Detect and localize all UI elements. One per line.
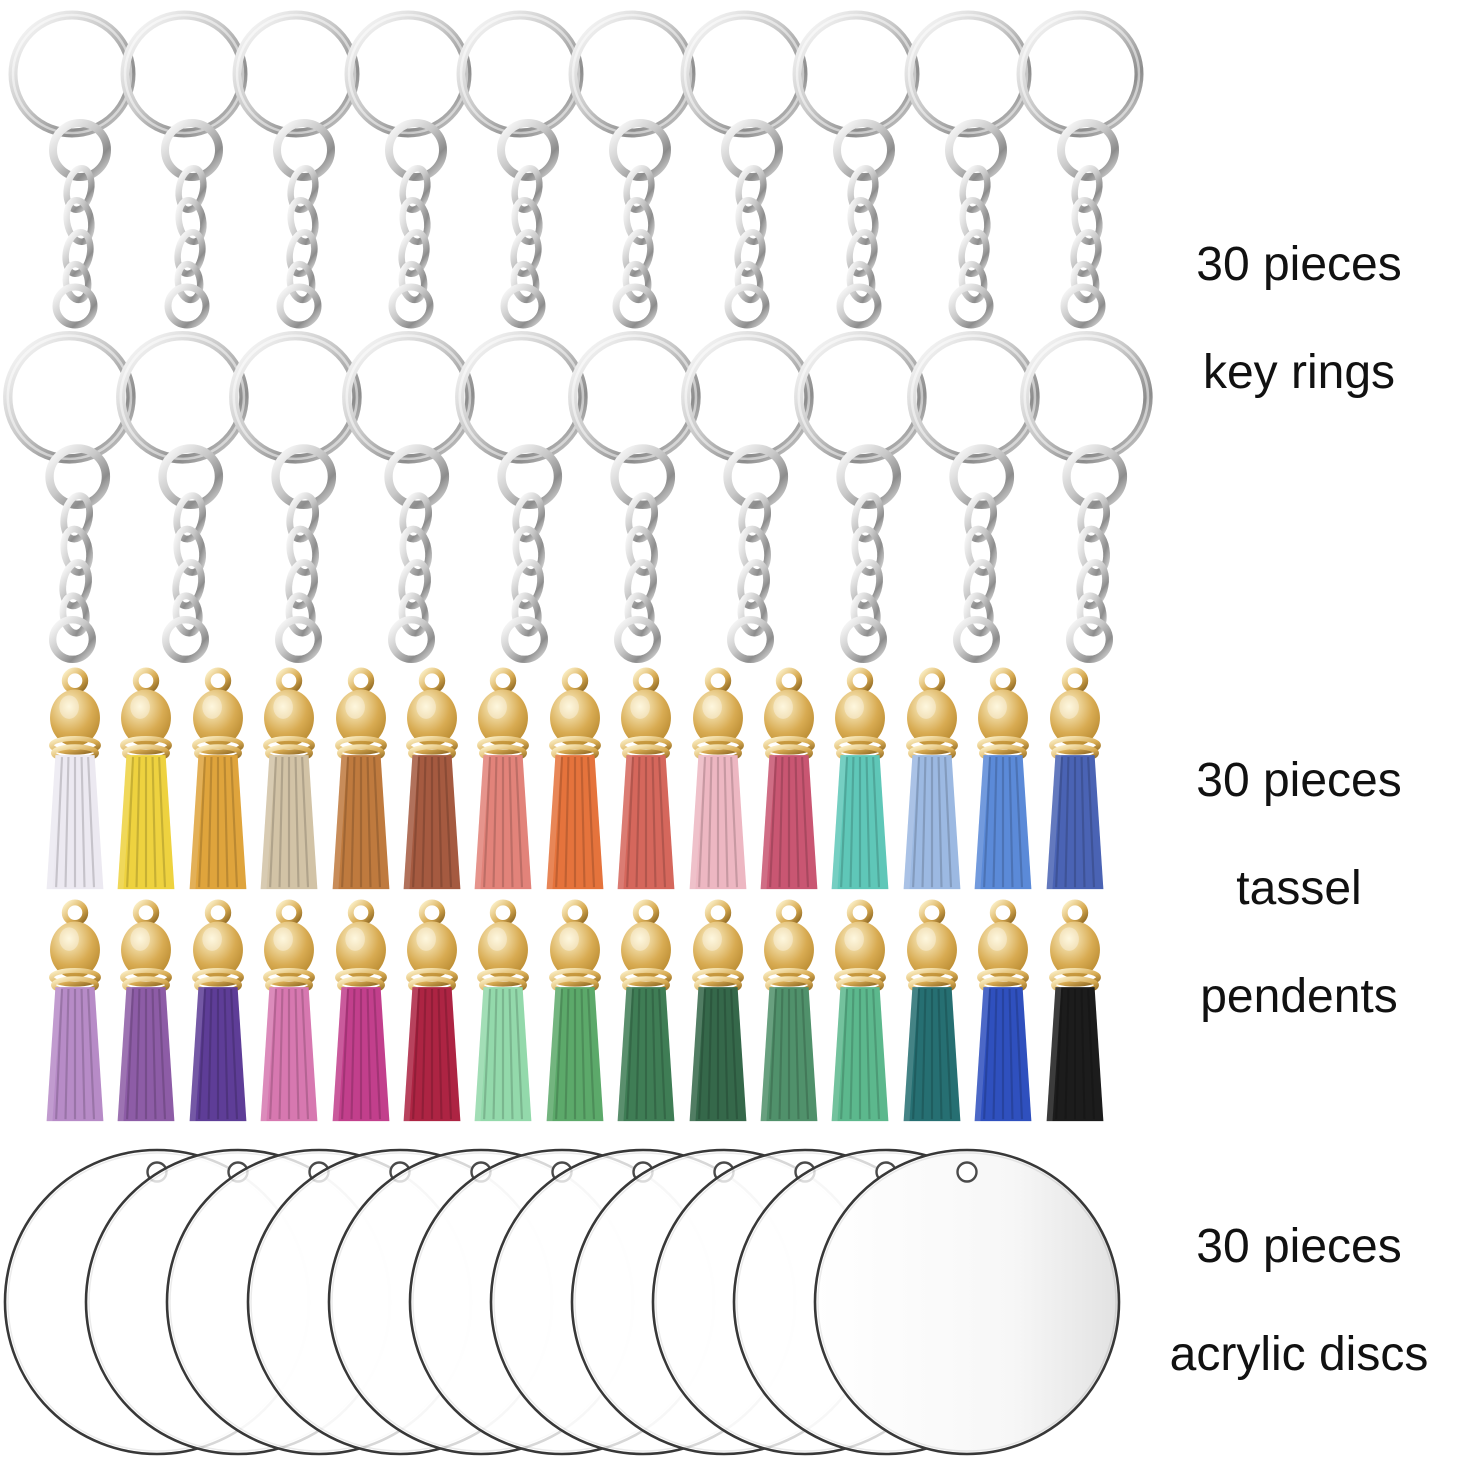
key-ring <box>568 10 696 329</box>
tassel-pendant <box>546 899 604 1122</box>
key-ring <box>1016 10 1144 329</box>
acrylic-disc <box>570 1148 878 1456</box>
tassel-pendant <box>832 667 889 890</box>
tassels-name-text-1: tassel <box>1236 862 1362 915</box>
key-ring <box>8 10 136 329</box>
acrylic-disc <box>84 1148 392 1456</box>
tassel-pendant <box>46 899 104 1122</box>
tassel-pendant <box>546 667 604 890</box>
key-ring <box>907 330 1040 663</box>
discs-name-text: acrylic discs <box>1169 1328 1429 1381</box>
key-rings-label: 30 pieces key rings <box>1138 240 1460 456</box>
tassel-pendant <box>1046 667 1103 890</box>
key-rings-name-text: key rings <box>1202 346 1396 399</box>
tassel-pendant <box>118 667 175 890</box>
tassel-pendant <box>403 899 461 1122</box>
tassel-pendant <box>974 667 1032 890</box>
tassels-count-text: 30 pieces <box>1196 754 1402 807</box>
key-ring <box>116 330 249 663</box>
key-ring <box>3 330 136 663</box>
tassel-pendant <box>189 667 247 890</box>
tassel-pendant <box>332 667 389 890</box>
tassel-pendants-label: 30 pieces tassel pendents <box>1138 756 1460 1080</box>
acrylic-discs-label: 30 pieces acrylic discs <box>1138 1222 1460 1438</box>
tassel-pendant <box>260 667 318 890</box>
key-ring <box>794 330 927 663</box>
acrylic-disc <box>651 1148 959 1456</box>
tassel-pendant <box>617 899 675 1122</box>
key-ring <box>232 10 360 329</box>
key-ring <box>342 330 475 663</box>
key-ring <box>455 330 588 663</box>
key-ring <box>680 10 808 329</box>
key-ring <box>904 10 1032 329</box>
tassel-pendant <box>974 899 1032 1122</box>
tassel-pendant <box>903 899 961 1122</box>
tassel-pendant <box>332 899 389 1122</box>
acrylic-disc <box>327 1148 635 1456</box>
tassel-pendant <box>1046 899 1103 1122</box>
tassel-pendant <box>617 667 675 890</box>
tassel-pendant <box>118 899 175 1122</box>
acrylic-disc <box>489 1148 797 1456</box>
tassel-pendant <box>760 667 818 890</box>
acrylic-disc <box>813 1148 1121 1456</box>
tassel-pendant <box>475 667 532 890</box>
tassel-pendant <box>46 667 104 890</box>
tassel-pendant <box>832 899 889 1122</box>
acrylic-disc <box>3 1148 311 1456</box>
acrylic-disc <box>246 1148 554 1456</box>
key-ring <box>456 10 584 329</box>
tassels-name-text-2: pendents <box>1200 970 1398 1023</box>
tassel-pendant <box>475 899 532 1122</box>
acrylic-disc <box>165 1148 473 1456</box>
discs-count-text: 30 pieces <box>1196 1220 1402 1273</box>
tassel-pendant <box>403 667 461 890</box>
tassel-pendant <box>189 899 247 1122</box>
tassel-pendant <box>760 899 818 1122</box>
tassel-pendant <box>260 899 318 1122</box>
tassel-pendant <box>689 899 746 1122</box>
key-ring <box>120 10 248 329</box>
key-ring <box>792 10 920 329</box>
key-ring <box>681 330 814 663</box>
key-ring <box>344 10 472 329</box>
acrylic-disc <box>408 1148 716 1456</box>
tassel-pendant <box>689 667 746 890</box>
key-ring <box>568 330 701 663</box>
key-ring <box>229 330 362 663</box>
key-rings-count-text: 30 pieces <box>1196 238 1402 291</box>
tassel-pendant <box>903 667 961 890</box>
acrylic-disc <box>732 1148 1040 1456</box>
